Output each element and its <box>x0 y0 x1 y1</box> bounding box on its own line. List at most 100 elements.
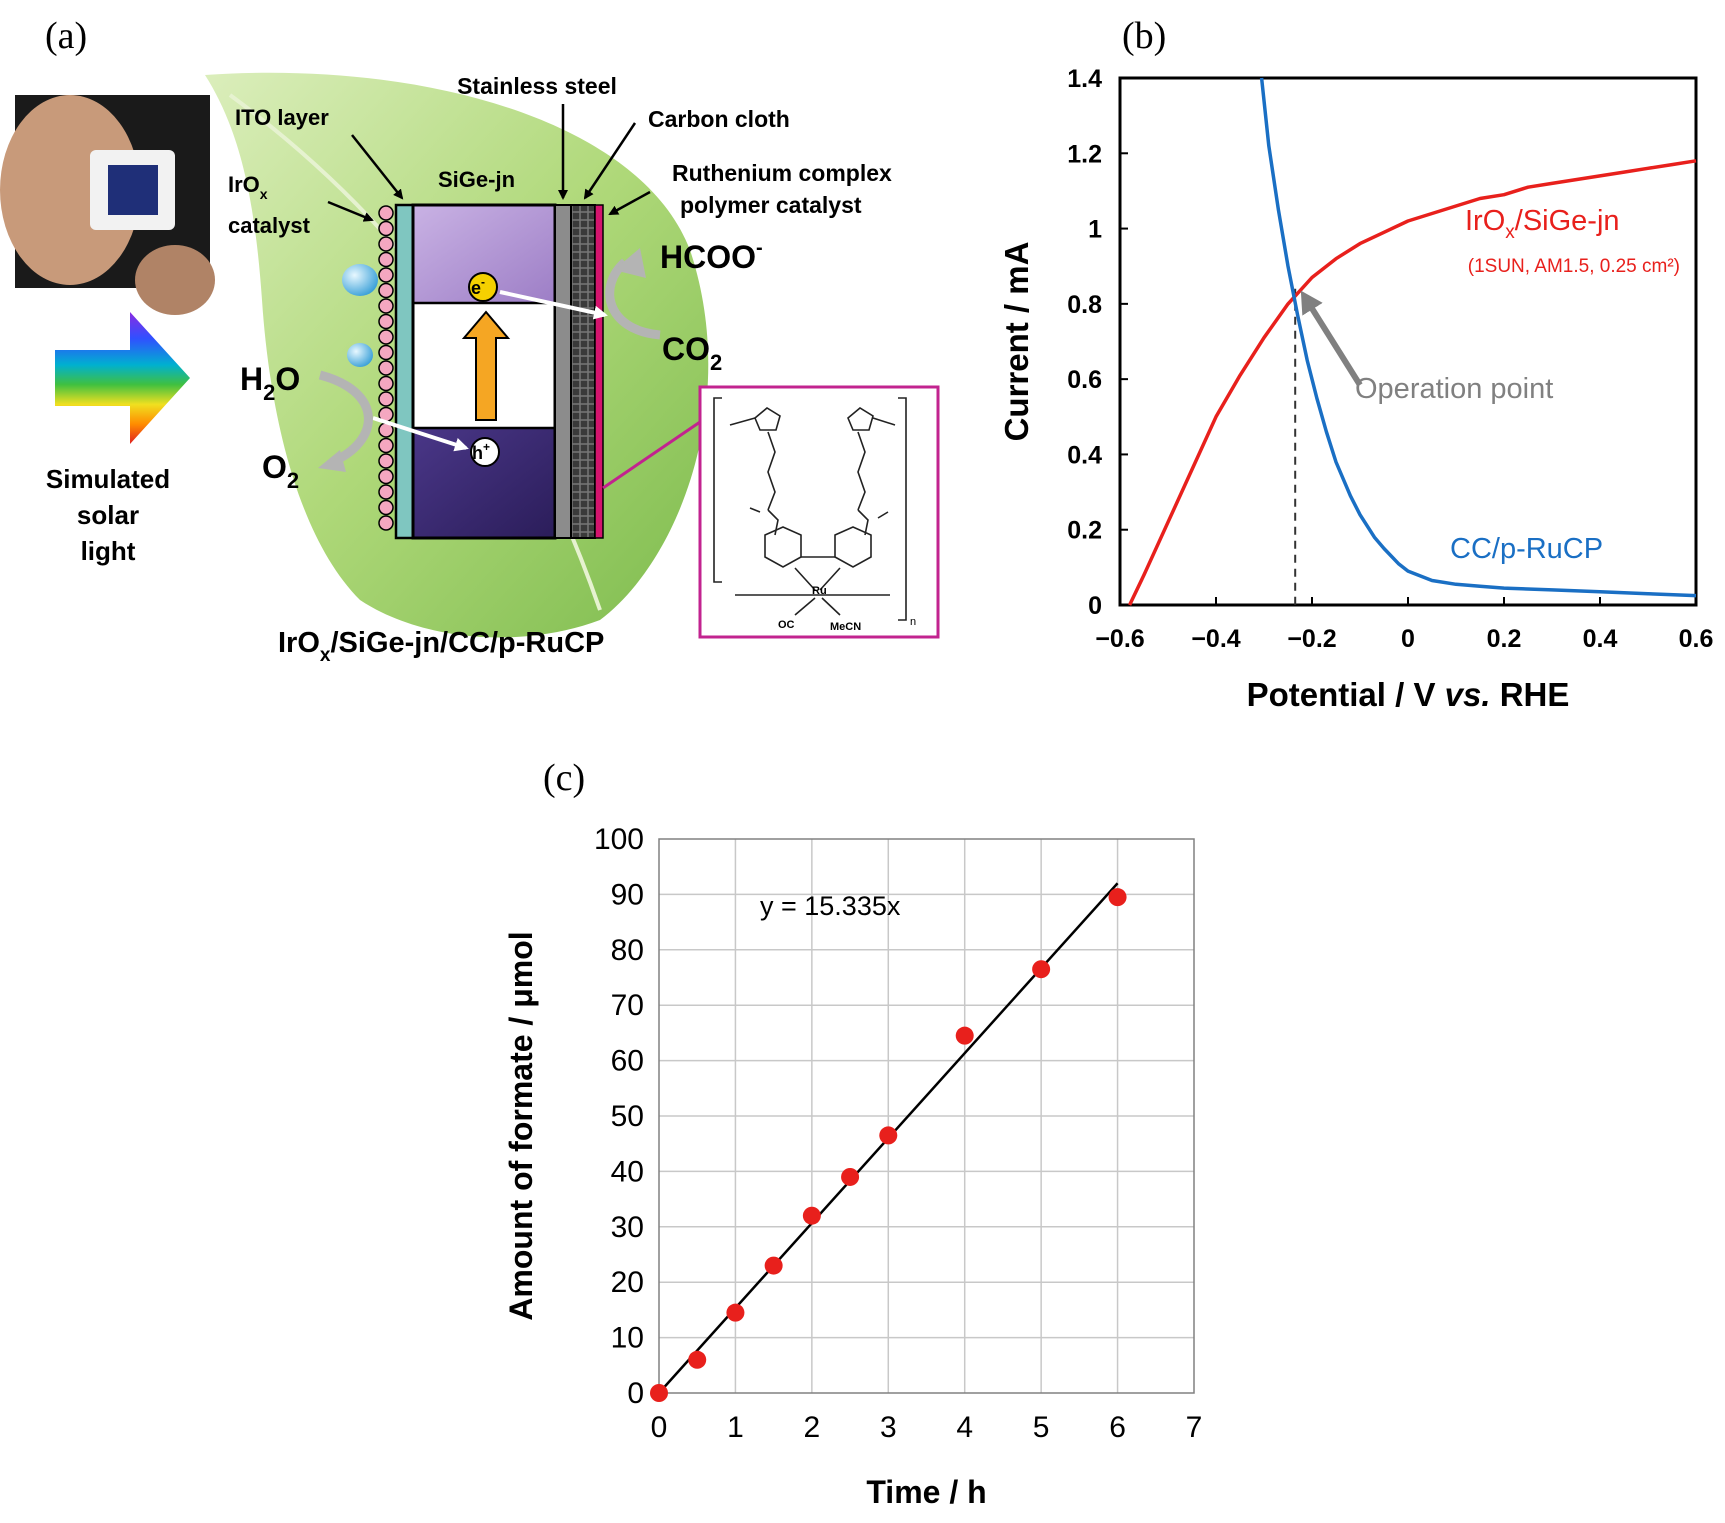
electron-sup: - <box>481 275 485 289</box>
panel-b-label: (b) <box>1122 15 1166 57</box>
h2o-label-h: H <box>240 361 263 397</box>
light-label-line1: Simulated <box>46 464 170 494</box>
irox-bead <box>378 236 394 252</box>
irox-catalyst-sub: x <box>260 186 268 202</box>
x-tick-label: 5 <box>1033 1411 1050 1444</box>
irox-bead <box>378 360 394 376</box>
x-tick-label: 0.6 <box>1679 625 1714 653</box>
carbon-cloth-label: Carbon cloth <box>648 106 790 132</box>
water-droplet <box>347 343 373 367</box>
series-line-irox-sige <box>1128 159 1697 606</box>
plot-frame <box>1118 76 1698 607</box>
x-tick-label: 7 <box>1186 1411 1203 1444</box>
chem-n-label: n <box>910 616 916 628</box>
irox-beads <box>378 205 394 531</box>
y-tick-label: 20 <box>611 1266 644 1299</box>
panel-a-label: (a) <box>45 15 87 57</box>
x-tick-label: −0.6 <box>1095 625 1144 653</box>
light-label-line3: light <box>81 536 136 566</box>
ito-layer <box>394 203 415 540</box>
hole-label: h <box>472 443 483 463</box>
chemical-structure-inset: Ru OC MeCN n <box>602 385 940 639</box>
x-tick-label: 1 <box>727 1411 744 1444</box>
o2-label: O <box>262 449 287 485</box>
operation-point-arrow <box>1300 290 1363 387</box>
x-tick-label: 3 <box>880 1411 897 1444</box>
h2o-to-o2-arrow <box>318 370 373 467</box>
data-point <box>1108 888 1127 907</box>
irox-bead <box>378 344 394 361</box>
ruthenium-layer <box>594 204 604 539</box>
svg-text:IrOx/SiGe-jn/CC/p-RuCP: IrOx/SiGe-jn/CC/p-RuCP <box>278 627 604 666</box>
stainless-steel-label: Stainless steel <box>457 73 617 99</box>
y-tick-label: 50 <box>611 1100 644 1133</box>
fit-equation: y = 15.335x <box>760 891 901 921</box>
panel-c-label: (c) <box>543 757 585 799</box>
x-axis-title: Potential / V vs. RHE <box>1247 676 1570 713</box>
carbon-cloth-layer <box>570 204 596 539</box>
y-tick-label: 0.8 <box>1067 291 1102 319</box>
x-tick-label: 0 <box>1401 625 1415 653</box>
y-tick-label: 40 <box>611 1155 644 1188</box>
y-tick-label: 100 <box>594 823 644 856</box>
y-tick-label: 0.2 <box>1067 517 1102 545</box>
irox-catalyst-label-line2: catalyst <box>228 213 311 238</box>
ruthenium-label-line1: Ruthenium complex <box>672 160 892 186</box>
svg-text:e-: e- <box>471 275 485 298</box>
irox-bead <box>378 329 394 345</box>
y-tick-label: 1 <box>1088 216 1102 244</box>
irox-bead <box>378 515 394 531</box>
irox-bead <box>378 468 394 485</box>
svg-text:CO2: CO2 <box>662 331 722 375</box>
irox-bead <box>378 484 394 500</box>
y-tick-label: 10 <box>611 1322 644 1355</box>
irox-bead <box>378 375 394 392</box>
x-tick-label: 0.4 <box>1583 625 1618 653</box>
irox-bead <box>378 282 394 299</box>
irox-catalyst-label: IrO <box>228 172 260 197</box>
svg-text:HCOO-: HCOO- <box>660 237 763 275</box>
irox-bead <box>378 267 394 283</box>
plot-frame <box>658 838 1195 1394</box>
y-tick-label: 60 <box>611 1045 644 1078</box>
x-tick-label: 4 <box>956 1411 973 1444</box>
data-point <box>879 1126 898 1145</box>
hole-circle <box>470 437 500 467</box>
irox-bead <box>378 499 394 516</box>
electron-path-arrow <box>499 290 608 320</box>
data-point <box>1032 960 1051 979</box>
y-tick-label: 1.2 <box>1067 140 1102 168</box>
y-tick-label: 0.4 <box>1067 441 1102 469</box>
device-photo <box>0 95 215 315</box>
stainless-steel-layer <box>554 204 572 539</box>
hcoo-sup: - <box>756 237 763 259</box>
light-arrow <box>55 312 190 444</box>
h2o-label-o: O <box>275 361 300 397</box>
y-axis-title: Current / mA <box>998 242 1035 442</box>
x-tick-label: −0.4 <box>1191 625 1240 653</box>
y-tick-label: 0 <box>627 1377 644 1410</box>
hcoo-label: HCOO <box>660 239 756 275</box>
electron-circle <box>468 272 498 302</box>
co2-sub: 2 <box>710 350 722 375</box>
data-point <box>764 1256 783 1275</box>
cc-series-label: CC/p-RuCP <box>1450 533 1603 565</box>
y-tick-label: 0 <box>1088 592 1102 620</box>
y-tick-label: 80 <box>611 934 644 967</box>
x-tick-label: 0 <box>651 1411 668 1444</box>
y-axis-title: Amount of formate / μmol <box>503 931 539 1320</box>
sige-jn-label: SiGe-jn <box>438 167 515 192</box>
electron-label: e <box>471 278 481 298</box>
o2-sub: 2 <box>287 468 299 493</box>
hole-path-arrow <box>372 416 469 452</box>
x-axis-title: Time / h <box>866 1474 986 1510</box>
irox-bead <box>378 453 394 469</box>
y-tick-label: 70 <box>611 989 644 1022</box>
device-label-sub: x <box>320 645 331 666</box>
svg-text:h+: h+ <box>472 440 490 463</box>
data-point <box>841 1167 860 1186</box>
